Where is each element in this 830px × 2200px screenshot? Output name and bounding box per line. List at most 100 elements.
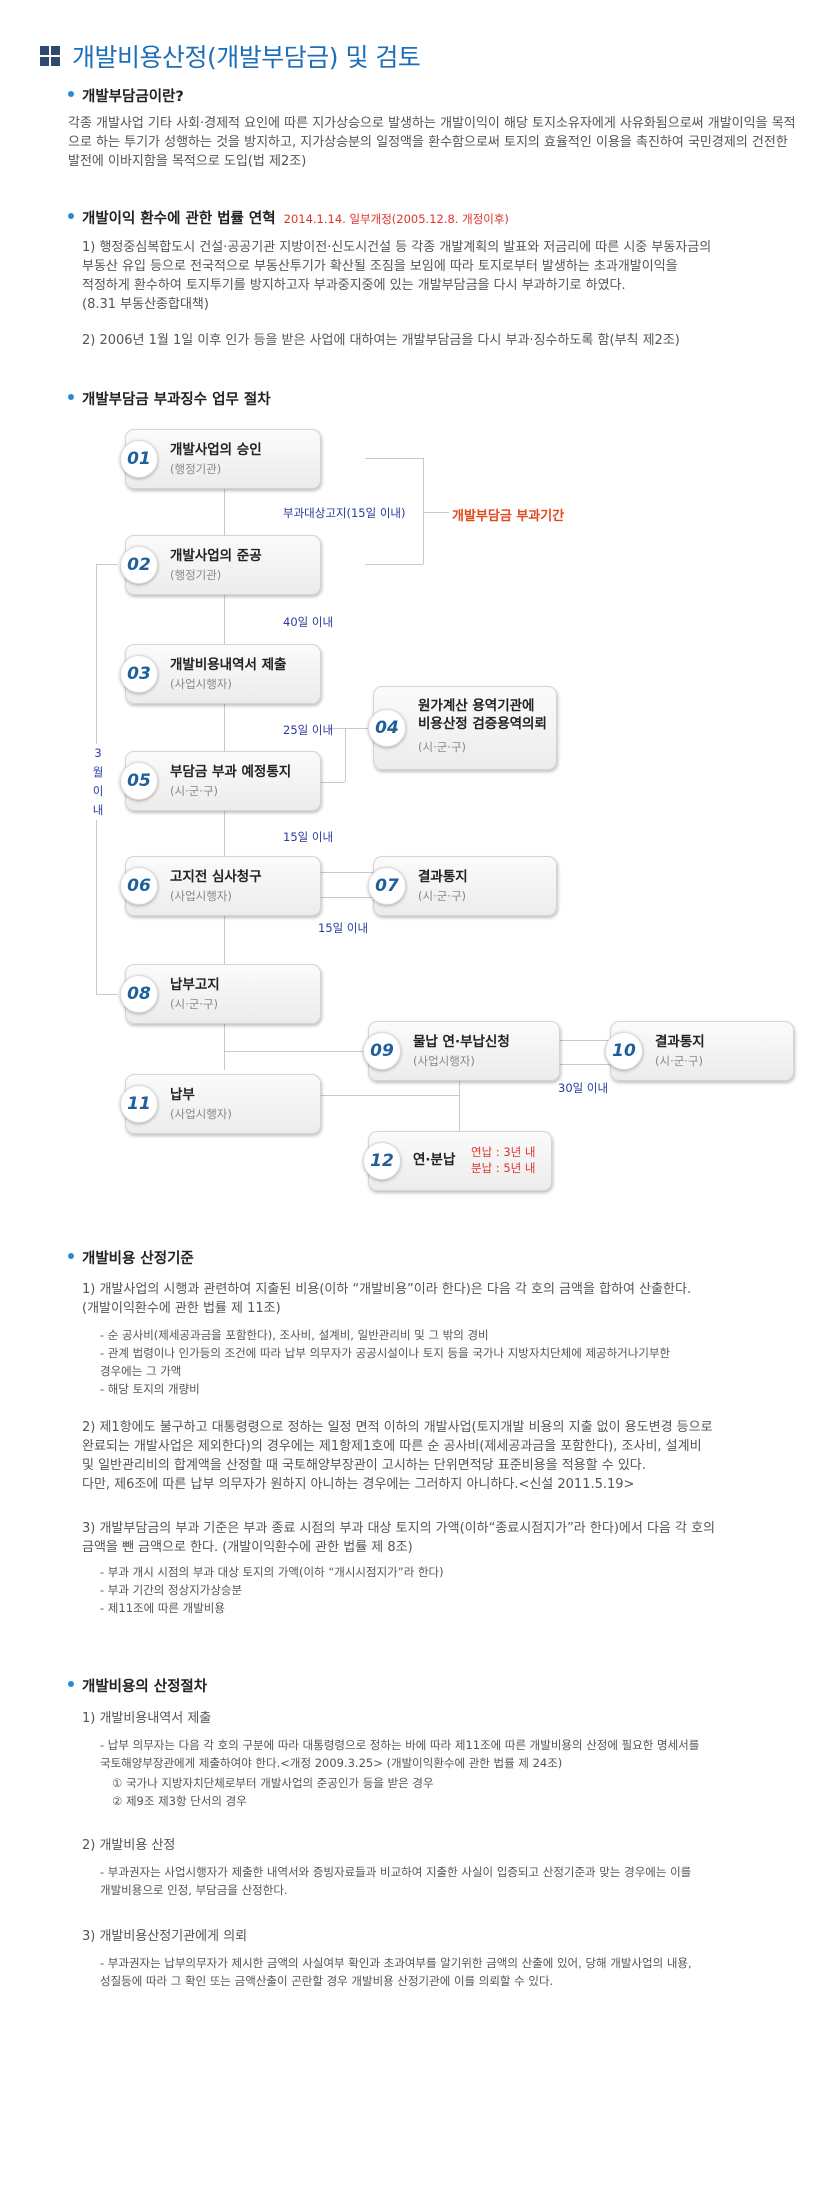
side-connector-top	[96, 564, 118, 565]
step-actor: (시·군·구)	[170, 997, 219, 1011]
step-number: 11	[120, 1085, 158, 1123]
step-02: 02 개발사업의 준공 (행정기관)	[120, 535, 321, 595]
arrow-06-07	[321, 872, 373, 873]
step-09: 09 물납 연·부납신청 (사업시행자)	[363, 1021, 560, 1081]
procedure-item-1-text: - 납부 의무자는 다음 각 호의 구분에 따라 대통령령으로 정하는 바에 따…	[100, 1738, 700, 1770]
step-11: 11 납부 (사업시행자)	[120, 1074, 321, 1134]
step-title: 결과통지	[418, 869, 468, 885]
bracket-pointer	[423, 512, 449, 513]
step-actor: (시·군·구)	[418, 740, 467, 754]
step-actor: (사업시행자)	[413, 1054, 475, 1068]
step-title: 납부고지	[170, 977, 220, 993]
label-30days: 30일 이내	[558, 1081, 609, 1095]
section-heading: 개발부담금이란?	[68, 85, 803, 106]
bracket-bottom	[365, 564, 423, 565]
step-actor: (시·군·구)	[418, 889, 467, 903]
step-title: 연·분납	[413, 1152, 456, 1168]
arrow-09-10	[560, 1040, 610, 1041]
step-number: 10	[605, 1032, 643, 1070]
page-title: 개발비용산정(개발부담금) 및 검토	[72, 43, 421, 72]
step-actor: (시·군·구)	[170, 784, 219, 798]
step-actor: (행정기관)	[170, 568, 222, 582]
step-number: 07	[368, 867, 406, 905]
grid-icon	[40, 46, 60, 66]
step-number: 02	[120, 546, 158, 584]
step-actor: (시·군·구)	[655, 1054, 704, 1068]
step-title: 개발사업의 준공	[170, 548, 262, 564]
revision-note: 2014.1.14. 일부개정(2005.12.8. 개정이후)	[283, 212, 509, 226]
procedure-item-2: 2) 개발비용 산정	[82, 1838, 176, 1853]
criteria-item-3: 3) 개발부담금의 부과 기준은 부과 종료 시점의 부과 대상 토지의 가액(…	[82, 1521, 716, 1555]
step-03: 03 개발비용내역서 제출 (사업시행자)	[120, 644, 321, 704]
section-heading-text: 개발이익 환수에 관한 법률 연혁	[82, 211, 276, 227]
arrow-10-09	[560, 1064, 610, 1065]
connector-09-12	[459, 1081, 460, 1131]
section-cost-criteria: 개발비용 산정기준 1) 개발사업의 시행과 관련하여 지출된 비용(이하 “개…	[68, 1247, 813, 1617]
step-05: 05 부담금 부과 예정통지 (시·군·구)	[120, 751, 321, 811]
connector-to-09	[224, 1051, 368, 1052]
criteria-item-3-list: - 부과 개시 시점의 부과 대상 토지의 가액(이하 “개시시점지가”라 한다…	[100, 1565, 444, 1615]
page-header: 개발비용산정(개발부담금) 및 검토	[40, 38, 421, 74]
bracket-side	[423, 458, 424, 564]
procedure-flowchart: 01 개발사업의 승인 (행정기관) 02 개발사업의 준공 (행정기관) 03…	[91, 429, 794, 1191]
step-number: 03	[120, 655, 158, 693]
section-definition: 개발부담금이란? 각종 개발사업 기타 사회·경제적 요인에 따른 지가상승으로…	[68, 85, 803, 171]
history-item-2: 2) 2006년 1월 1일 이후 인가 등을 받은 사업에 대하여는 개발부담…	[82, 333, 680, 348]
step-title: 개발비용내역서 제출	[170, 657, 287, 673]
step-number: 06	[120, 867, 158, 905]
connector-03-04	[325, 728, 345, 729]
step-title: 물납 연·부납신청	[413, 1034, 510, 1050]
side-connector-bottom	[96, 994, 118, 995]
step-number: 12	[363, 1142, 401, 1180]
label-notice-15days: 부과대상고지(15일 이내)	[283, 506, 406, 520]
installment-terms: 연납 : 3년 내 분납 : 5년 내	[471, 1145, 536, 1175]
step-01: 01 개발사업의 승인 (행정기관)	[120, 429, 321, 489]
step-number: 09	[363, 1032, 401, 1070]
section-heading: 개발비용 산정기준	[68, 1247, 813, 1268]
step-04: 04 원가계산 용역기관에 비용산정 검증용역의뢰 (시·군·구)	[368, 686, 557, 770]
procedure-item-1-list: ① 국가나 지방자치단체로부터 개발사업의 준공인가 등을 받은 경우 ② 제9…	[112, 1776, 434, 1808]
section-heading: 개발이익 환수에 관한 법률 연혁 2014.1.14. 일부개정(2005.12…	[68, 207, 808, 228]
bracket-top	[365, 458, 423, 459]
connector-04-05	[345, 728, 346, 782]
arrow-07-06	[321, 897, 373, 898]
step-number: 01	[120, 440, 158, 478]
section-heading: 개발비용의 산정절차	[68, 1675, 813, 1696]
step-title: 납부	[170, 1087, 195, 1103]
procedure-item-3: 3) 개발비용산정기관에게 의뢰	[82, 1929, 248, 1944]
section-procedure: 개발부담금 부과징수 업무 절차	[68, 388, 271, 409]
section-history: 개발이익 환수에 관한 법률 연혁 2014.1.14. 일부개정(2005.12…	[68, 207, 808, 350]
step-title: 결과통지	[655, 1034, 705, 1050]
label-15days-review: 15일 이내	[318, 921, 369, 935]
step-actor: (사업시행자)	[170, 1107, 232, 1121]
criteria-item-1-list: - 순 공사비(제세공과금을 포함한다), 조사비, 설계비, 일반관리비 및 …	[100, 1328, 671, 1396]
step-title: 부담금 부과 예정통지	[170, 764, 292, 780]
definition-text: 각종 개발사업 기타 사회·경제적 요인에 따른 지가상승으로 발생하는 개발이…	[68, 116, 796, 169]
label-15days: 15일 이내	[283, 830, 334, 844]
step-07: 07 결과통지 (시·군·구)	[368, 856, 557, 916]
procedure-item-3-text: - 부과권자는 납부의무자가 제시한 금액의 사실여부 확인과 초과여부를 알기…	[100, 1956, 692, 1988]
label-levy-period: 개발부담금 부과기간	[452, 509, 565, 524]
section-heading: 개발부담금 부과징수 업무 절차	[68, 388, 271, 409]
step-12: 12 연·분납 연납 : 3년 내 분납 : 5년 내	[363, 1131, 552, 1191]
label-40days: 40일 이내	[283, 615, 334, 629]
connector-to-04	[345, 728, 373, 729]
step-10: 10 결과통지 (시·군·구)	[605, 1021, 794, 1081]
step-title: 원가계산 용역기관에 비용산정 검증용역의뢰	[418, 698, 547, 732]
procedure-item-1: 1) 개발비용내역서 제출	[82, 1711, 212, 1726]
history-item-1: 1) 행정중심복합도시 건설·공공기관 지방이전·신도시건설 등 각종 개발계획…	[82, 240, 712, 312]
procedure-item-2-text: - 부과권자는 사업시행자가 제출한 내역서와 증빙자료들과 비교하여 지출한 …	[100, 1865, 692, 1897]
step-actor: (사업시행자)	[170, 889, 232, 903]
step-actor: (사업시행자)	[170, 677, 232, 691]
step-06: 06 고지전 심사청구 (사업시행자)	[120, 856, 321, 916]
section-cost-procedure: 개발비용의 산정절차 1) 개발비용내역서 제출 - 납부 의무자는 다음 각 …	[68, 1675, 813, 1990]
step-number: 05	[120, 762, 158, 800]
step-title: 개발사업의 승인	[170, 442, 262, 458]
criteria-item-2: 2) 제1항에도 불구하고 대통령령으로 정하는 일정 면적 이하의 개발사업(…	[82, 1420, 713, 1492]
label-25days: 25일 이내	[283, 723, 334, 737]
label-3-months: 3 월 이 내	[91, 744, 105, 820]
step-number: 08	[120, 975, 158, 1013]
step-title: 고지전 심사청구	[170, 869, 262, 885]
step-actor: (행정기관)	[170, 462, 222, 476]
connector-11	[321, 1095, 459, 1096]
